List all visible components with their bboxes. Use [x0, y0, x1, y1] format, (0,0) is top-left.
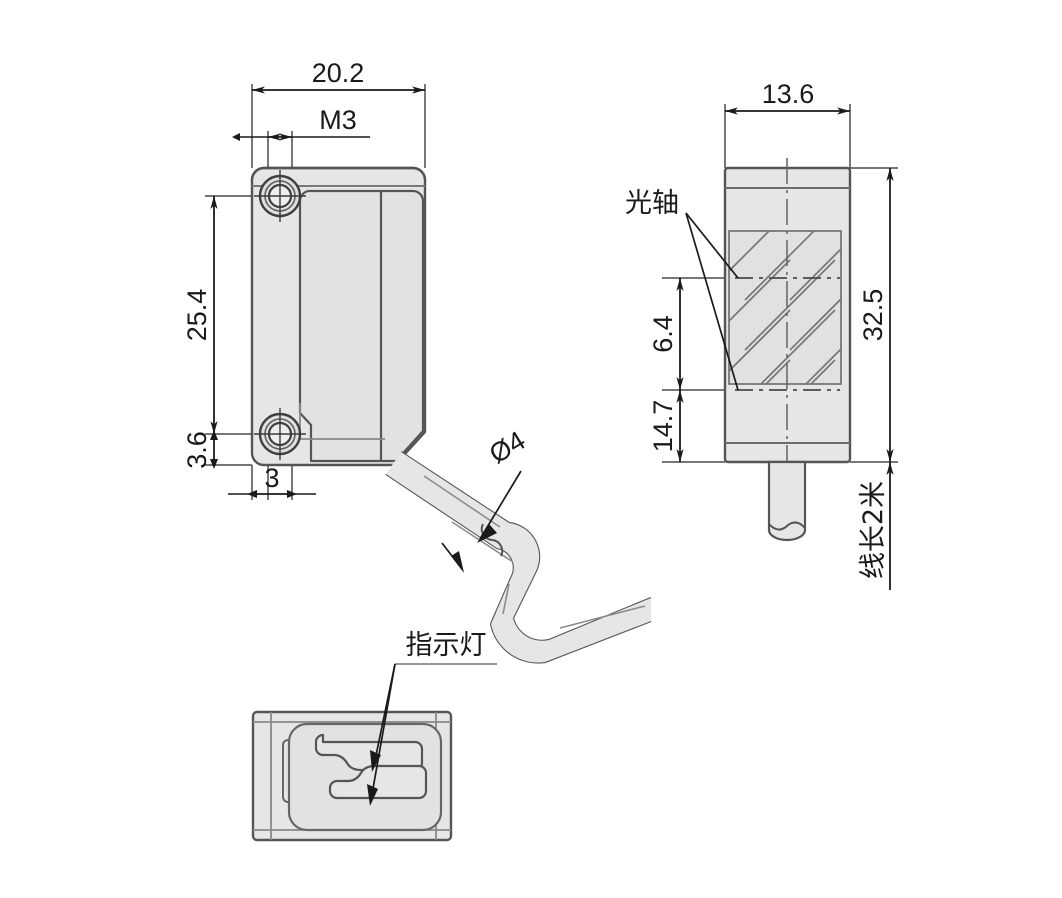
- optical-axis-label: 光轴: [625, 188, 679, 219]
- dim-depth-overall: 13.6: [725, 79, 850, 115]
- dim-axis-spacing-label: 6.4: [648, 315, 678, 353]
- dim-bottom-offset-label: 3.6: [182, 431, 212, 469]
- side-view-group: 13.6 32.5 6.4 14.7 光轴 线长2米: [625, 79, 898, 590]
- dim-width-overall-label: 20.2: [312, 58, 365, 88]
- front-view-body: [250, 166, 427, 467]
- front-mounting-hole-bottom: [254, 408, 306, 460]
- dim-hole-spacing-label: 25.4: [182, 289, 212, 342]
- indicator-lamp-label: 指示灯: [406, 630, 487, 661]
- dim-bottom-offset: 3.6: [182, 430, 218, 469]
- annotation-cable-length: 线长2米: [858, 462, 894, 590]
- dim-height-overall: 32.5: [858, 168, 894, 462]
- indicator-lamp-shape-upper: [314, 733, 424, 772]
- annotation-optical-axis: 光轴: [625, 188, 739, 391]
- front-body-top-edge: [250, 166, 427, 181]
- bottom-view-body: [251, 710, 453, 842]
- cable-length-label: 线长2米: [858, 481, 889, 579]
- front-view-group: 20.2 M3 25.4 3.6: [182, 58, 652, 664]
- side-view-extension-lines: [662, 104, 898, 463]
- side-view-body: [723, 158, 852, 540]
- dim-hole-spacing: 25.4: [182, 196, 218, 434]
- side-view-cable-stub: [767, 460, 807, 542]
- dim-hole-offset-label: 3: [264, 463, 279, 493]
- dim-hole-offset: 3: [228, 463, 316, 498]
- front-view-cable: [385, 451, 652, 664]
- dim-axis-to-bottom-label: 14.7: [648, 400, 678, 453]
- dim-depth-overall-label: 13.6: [762, 79, 815, 109]
- dim-thread-callout: M3: [232, 105, 370, 141]
- front-body-front-face: [298, 189, 425, 463]
- bottom-view-group: 指示灯: [251, 630, 497, 842]
- dim-axis-spacing: 6.4: [648, 278, 684, 390]
- dim-thread-label: M3: [319, 105, 357, 135]
- window-hatching: [729, 231, 841, 384]
- side-optical-window: [728, 230, 842, 385]
- dim-cable-diameter-label: Ø4: [484, 425, 530, 469]
- front-mounting-hole-top: [254, 170, 306, 222]
- annotation-indicator-lamp: 指示灯: [367, 630, 497, 806]
- dim-width-overall: 20.2: [252, 58, 425, 94]
- indicator-lamp-shape-lower: [328, 764, 428, 800]
- dim-axis-to-bottom: 14.7: [648, 390, 684, 462]
- dim-height-overall-label: 32.5: [858, 289, 888, 342]
